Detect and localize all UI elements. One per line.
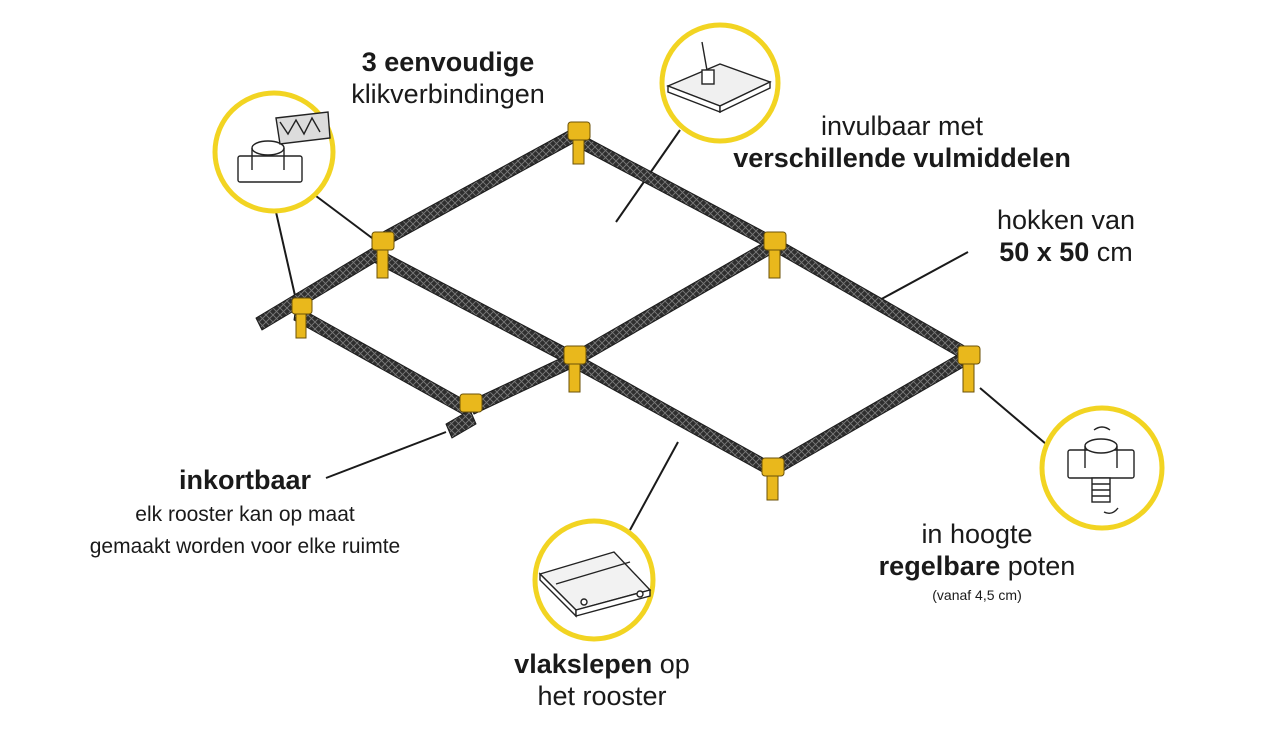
label-height: in hoogte regelbare poten (vanaf 4,5 cm) [860,518,1094,604]
callout-line-cells [875,251,969,303]
label-clicks-bold: 3 eenvoudige [361,47,535,77]
grid-bar [467,353,577,415]
label-shorten: inkortbaar elk rooster kan op maat gemaa… [40,464,450,559]
detail-circle-fill [659,22,781,144]
callout-line-shorten [325,431,447,479]
connector [567,121,591,165]
connector [563,345,587,393]
label-fill-bold: verschillende vulmiddelen [733,143,1071,174]
grid-bar [575,354,771,476]
label-clicks-normal: klikverbindingen [351,79,545,110]
connector-detail-icon [237,111,331,183]
screed-rail-icon [538,551,652,618]
grid-bar [255,245,383,331]
label-cells-unit: cm [1089,237,1133,268]
connector [459,393,483,413]
callout-line-screed [629,441,679,531]
grid-bars [255,127,973,476]
connector [371,231,395,279]
label-clicks: 3 eenvoudige klikverbindingen [326,46,570,111]
label-screed-normal1: op [652,649,690,679]
label-screed-normal2: het rooster [537,681,667,712]
grid-bar [573,237,779,365]
label-cells: hokken van 50 x 50 cm [968,204,1164,269]
detail-circle-connector [212,90,336,214]
grid-bar [371,127,583,249]
detail-circle-height [1039,405,1165,531]
label-height-normal1: in hoogte [921,519,1033,549]
grid-bar [771,349,973,475]
label-screed: vlakslepen op het rooster [480,648,724,713]
label-screed-bold: vlakslepen [514,649,653,679]
grid-bar [293,305,469,417]
connector [291,297,313,339]
grid-bar [771,236,969,362]
label-cells-normal: hokken van [996,205,1136,235]
label-shorten-bold: inkortbaar [178,465,312,495]
detail-circle-screed [532,518,656,642]
label-height-normal2: poten [1000,551,1076,582]
label-height-note: (vanaf 4,5 cm) [932,586,1022,603]
callout-line-height [979,387,1047,445]
connector [763,231,787,279]
connector [761,457,785,501]
grid-bar [445,409,477,439]
connector [957,345,981,393]
label-shorten-line1: elk rooster kan op maat [135,503,355,527]
label-shorten-line2: gemaakt worden voor elke ruimte [89,534,401,558]
label-fill-normal: invulbaar met [820,111,984,141]
callout-line-clicks-a [315,195,373,239]
label-height-bold: regelbare [878,551,1001,582]
label-cells-bold: 50 x 50 [999,237,1090,268]
callout-line-clicks-b [275,211,297,301]
label-fill: invulbaar met verschillende vulmiddelen [712,110,1092,175]
trowel-panel-icon [666,41,772,114]
connectors [291,121,981,501]
adjustable-foot-icon [1067,426,1135,515]
grid-bar [373,247,575,367]
